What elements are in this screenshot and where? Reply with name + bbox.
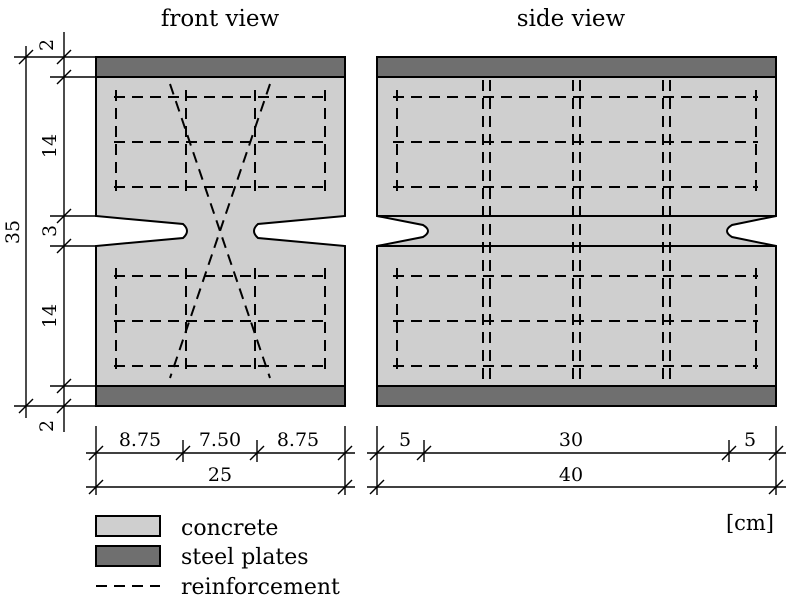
legend-steel-label: steel plates xyxy=(181,545,309,570)
side-view xyxy=(376,56,777,407)
front-steel-plate-top xyxy=(95,56,346,78)
dim-side-left: 5 xyxy=(399,429,411,451)
front-reinforcement xyxy=(114,83,326,379)
dim-side-right: 5 xyxy=(744,429,756,451)
side-horizontal-dimensions: 5 30 5 40 xyxy=(367,426,786,495)
dim-plate-top: 2 xyxy=(36,39,58,51)
dim-total-height: 35 xyxy=(2,220,24,244)
front-view-title: front view xyxy=(161,6,280,32)
side-steel-plate-top xyxy=(376,56,777,78)
legend: concrete steel plates reinforcement xyxy=(95,515,340,600)
side-reinforcement xyxy=(393,80,758,384)
dim-front-total: 25 xyxy=(208,464,232,486)
legend-concrete-swatch xyxy=(95,515,161,537)
legend-concrete-label: concrete xyxy=(181,516,278,541)
dim-side-mid: 30 xyxy=(559,429,583,451)
dim-plate-bottom: 2 xyxy=(36,420,58,432)
dim-notch: 3 xyxy=(39,225,61,237)
front-horizontal-dimensions: 8.75 7.50 8.75 25 xyxy=(86,426,355,495)
dim-front-left: 8.75 xyxy=(119,429,161,451)
dim-front-right: 8.75 xyxy=(277,429,319,451)
dim-segment-bottom: 14 xyxy=(39,304,61,328)
unit-label: [cm] xyxy=(726,511,774,535)
dim-segment-top: 14 xyxy=(39,134,61,158)
dim-side-total: 40 xyxy=(559,464,583,486)
side-concrete-body xyxy=(376,76,777,387)
dim-front-mid: 7.50 xyxy=(199,429,241,451)
side-steel-plate-bottom xyxy=(376,385,777,407)
front-rebar-diagonal-2 xyxy=(169,83,271,379)
legend-steel-swatch xyxy=(95,545,161,567)
front-concrete-body xyxy=(95,76,346,387)
front-rebar-diagonal-1 xyxy=(169,83,271,379)
side-view-title: side view xyxy=(517,6,626,32)
vertical-dimensions: 2 14 3 14 2 35 xyxy=(2,32,96,432)
front-steel-plate-bottom xyxy=(95,385,346,407)
front-view xyxy=(95,56,346,407)
legend-reinforcement-label: reinforcement xyxy=(181,575,340,600)
